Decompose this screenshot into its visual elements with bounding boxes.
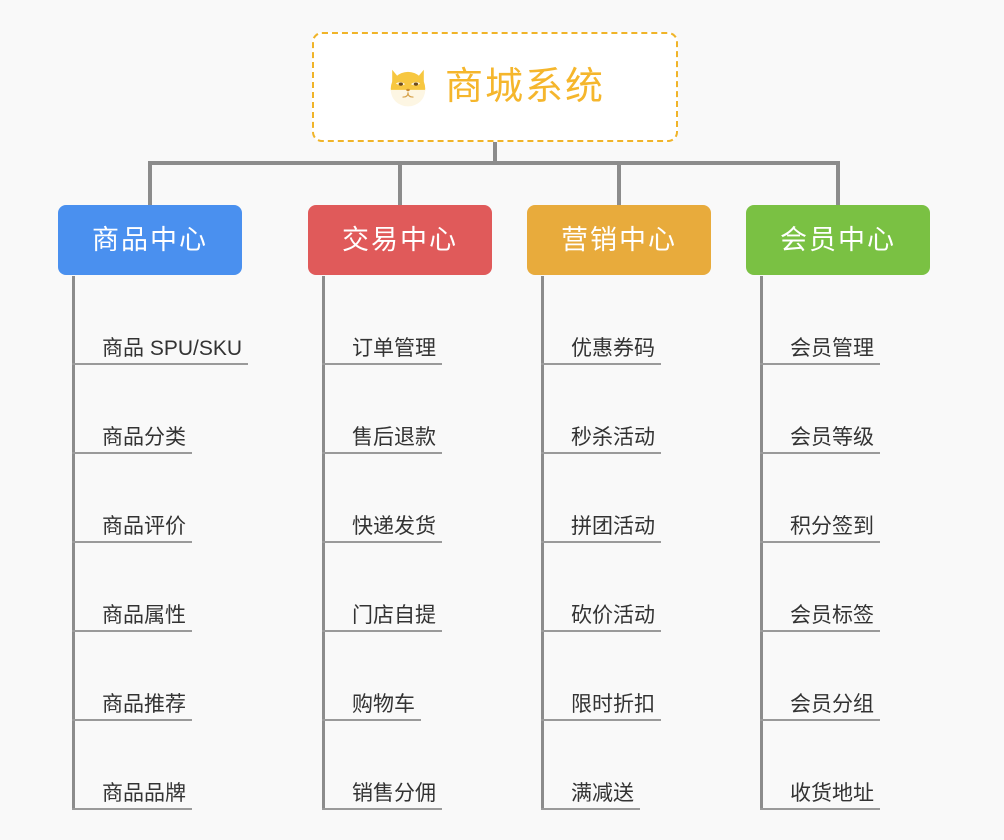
- list-item-label: 商品分类: [102, 426, 186, 449]
- list-item-label: 销售分佣: [352, 782, 436, 805]
- category-label: 商品中心: [92, 224, 208, 255]
- list-item-label: 会员等级: [790, 426, 874, 449]
- list-item-label: 秒杀活动: [571, 426, 655, 449]
- connector-bus: [148, 161, 840, 165]
- list-item-label: 拼团活动: [571, 515, 655, 538]
- list-item[interactable]: 限时折扣: [541, 632, 701, 721]
- category-label: 交易中心: [342, 224, 458, 255]
- category-label: 营销中心: [561, 224, 677, 255]
- shiba-dog-icon: [385, 64, 431, 110]
- list-item[interactable]: 商品分类: [72, 365, 277, 454]
- connector-drop-4: [836, 161, 840, 205]
- list-item[interactable]: 商品属性: [72, 543, 277, 632]
- sub-column-huiyuan: 会员管理 会员等级 积分签到 会员标签 会员分组 收货地址: [760, 276, 920, 810]
- list-item-label: 商品 SPU/SKU: [102, 337, 243, 360]
- category-box-yingxiao[interactable]: 营销中心: [527, 205, 711, 275]
- category-box-shangpin[interactable]: 商品中心: [58, 205, 242, 275]
- list-item[interactable]: 商品推荐: [72, 632, 277, 721]
- list-item-label: 满减送: [571, 782, 634, 805]
- sub-column-stem: [760, 276, 763, 810]
- list-item[interactable]: 优惠券码: [541, 276, 701, 365]
- list-item[interactable]: 会员等级: [760, 365, 920, 454]
- list-item-label: 商品评价: [102, 515, 186, 538]
- list-item[interactable]: 售后退款: [322, 365, 482, 454]
- list-item[interactable]: 购物车: [322, 632, 482, 721]
- list-item-label: 购物车: [352, 693, 415, 716]
- root-title: 商城系统: [444, 66, 605, 108]
- list-item[interactable]: 会员管理: [760, 276, 920, 365]
- list-item-label: 商品属性: [102, 604, 186, 627]
- list-item[interactable]: 积分签到: [760, 454, 920, 543]
- connector-drop-2: [398, 161, 402, 205]
- list-item-label: 限时折扣: [571, 693, 655, 716]
- list-item[interactable]: 砍价活动: [541, 543, 701, 632]
- list-item[interactable]: 会员标签: [760, 543, 920, 632]
- connector-drop-3: [617, 161, 621, 205]
- list-item-label: 会员标签: [790, 604, 874, 627]
- list-item[interactable]: 满减送: [541, 721, 701, 810]
- list-item[interactable]: 拼团活动: [541, 454, 701, 543]
- category-label: 会员中心: [780, 224, 896, 255]
- list-item-label: 商品推荐: [102, 693, 186, 716]
- list-item[interactable]: 会员分组: [760, 632, 920, 721]
- list-item-label: 砍价活动: [571, 604, 655, 627]
- category-box-jiaoyi[interactable]: 交易中心: [308, 205, 492, 275]
- list-item-label: 商品品牌: [102, 782, 186, 805]
- list-item[interactable]: 商品评价: [72, 454, 277, 543]
- connector-drop-1: [148, 161, 152, 205]
- sub-column-jiaoyi: 订单管理 售后退款 快递发货 门店自提 购物车 销售分佣: [322, 276, 482, 810]
- list-item-label: 收货地址: [790, 782, 874, 805]
- list-item[interactable]: 商品品牌: [72, 721, 277, 810]
- list-item-label: 快递发货: [352, 515, 436, 538]
- root-node[interactable]: 商城系统: [312, 32, 678, 142]
- list-item[interactable]: 秒杀活动: [541, 365, 701, 454]
- list-item-label: 会员管理: [790, 337, 874, 360]
- sub-column-shangpin: 商品 SPU/SKU 商品分类 商品评价 商品属性 商品推荐 商品品牌: [72, 276, 277, 810]
- list-item-label: 会员分组: [790, 693, 874, 716]
- list-item[interactable]: 销售分佣: [322, 721, 482, 810]
- list-item-label: 积分签到: [790, 515, 874, 538]
- sub-column-yingxiao: 优惠券码 秒杀活动 拼团活动 砍价活动 限时折扣 满减送: [541, 276, 701, 810]
- list-item-label: 门店自提: [352, 604, 436, 627]
- list-item-label: 优惠券码: [571, 337, 655, 360]
- connector-root-stem: [493, 142, 497, 164]
- list-item[interactable]: 订单管理: [322, 276, 482, 365]
- list-item[interactable]: 门店自提: [322, 543, 482, 632]
- list-item-label: 售后退款: [352, 426, 436, 449]
- category-box-huiyuan[interactable]: 会员中心: [746, 205, 930, 275]
- list-item[interactable]: 商品 SPU/SKU: [72, 276, 277, 365]
- sub-column-stem: [541, 276, 544, 810]
- sub-column-stem: [322, 276, 325, 810]
- list-item-label: 订单管理: [352, 337, 436, 360]
- list-item[interactable]: 收货地址: [760, 721, 920, 810]
- list-item[interactable]: 快递发货: [322, 454, 482, 543]
- sub-column-stem: [72, 276, 75, 810]
